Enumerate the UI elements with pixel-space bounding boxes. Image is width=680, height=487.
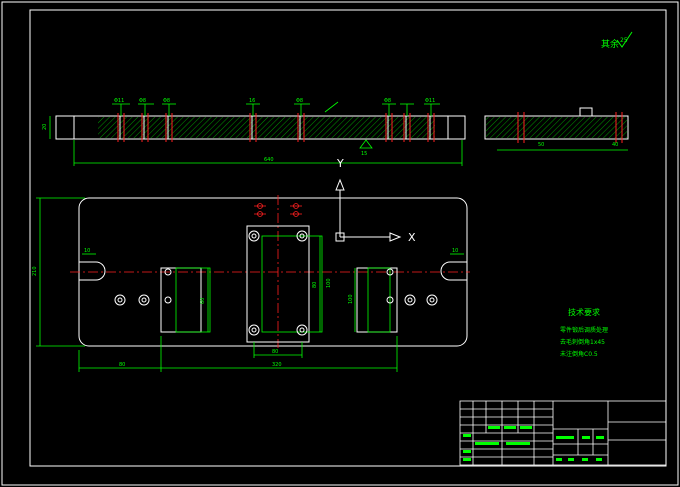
side-dim-2: 40 <box>612 142 618 148</box>
axis-x-label: X <box>408 231 416 244</box>
front-callout-leaders <box>112 103 440 116</box>
section-mark-icon <box>359 139 373 149</box>
plan-pocket-dim-1: 60 <box>200 298 206 304</box>
plan-pocket-dim-2: 80 <box>312 282 318 288</box>
right-pocket-inner <box>367 267 391 333</box>
tech-requirements: 技术要求 零件锻后调质处理 去毛刺倒角1x45 未注倒角C0.5 <box>560 307 608 358</box>
right-pocket <box>356 267 398 333</box>
front-roughness-leader <box>324 101 339 113</box>
right-u-notch <box>440 261 467 281</box>
front-callout-7: Φ11 <box>425 98 435 104</box>
front-hole-edges <box>119 116 431 139</box>
inner-frame <box>29 9 667 467</box>
title-block-text-marks <box>463 426 604 461</box>
front-hole-sections <box>117 113 435 142</box>
side-plate-outline <box>484 115 629 140</box>
left-pocket-inner <box>175 267 211 333</box>
plan-view: X Y 210 10 10 60 80 100 100 80 3 <box>32 157 470 372</box>
surface-finish-value: 25 <box>620 37 628 44</box>
left-u-notch <box>79 261 106 281</box>
side-plate-hatch <box>486 117 627 138</box>
section-mark-text: 15 <box>361 151 367 157</box>
plan-right-notch-dim: 10 <box>452 248 458 254</box>
front-callout-2: Φ8 <box>139 98 146 104</box>
tech-requirement-line-2: 去毛刺倒角1x45 <box>560 338 605 346</box>
front-callout-6: Φ8 <box>384 98 391 104</box>
coordinate-axes <box>335 178 402 242</box>
left-pocket <box>160 267 202 333</box>
front-length-dim <box>73 140 463 166</box>
y-axis-arrow-icon <box>335 178 345 191</box>
tech-requirement-line-1: 零件锻后调质处理 <box>560 326 608 334</box>
front-plate-outline <box>55 115 466 140</box>
front-callout-4: 16 <box>249 98 255 104</box>
plan-pocket-dim-3: 100 <box>326 278 332 288</box>
front-plate-hatch <box>98 117 435 138</box>
front-view: Φ11 Φ8 Φ8 16 Φ8 Φ8 Φ11 20 640 15 <box>42 98 466 166</box>
plan-bottom-total-dim: 320 <box>272 362 282 368</box>
tech-requirements-title: 技术要求 <box>568 307 600 317</box>
roughness-symbol-icon <box>616 31 633 48</box>
plan-holes <box>114 230 438 336</box>
front-callout-5: Φ8 <box>296 98 303 104</box>
side-view: 50 40 <box>484 107 629 151</box>
plan-pocket-dim-4: 100 <box>348 294 354 304</box>
plan-bottom-left-dim: 80 <box>119 362 125 368</box>
x-axis-arrow-icon <box>389 232 402 242</box>
side-boss <box>579 107 593 117</box>
axis-y-label: Y <box>336 157 344 170</box>
plan-dimension-lines <box>36 197 464 372</box>
title-block <box>459 400 667 466</box>
plan-small-holes <box>254 203 302 217</box>
front-left-dim: 20 <box>42 124 48 130</box>
side-hole-sections <box>517 112 623 143</box>
side-dim-1: 50 <box>538 142 544 148</box>
front-callout-1: Φ11 <box>114 98 124 104</box>
plan-height-dim: 210 <box>32 266 38 276</box>
surface-finish-text: 其余 <box>601 38 619 50</box>
plan-left-notch-dim: 10 <box>84 248 90 254</box>
front-callout-3: Φ8 <box>163 98 170 104</box>
front-length-dim-text: 640 <box>264 157 274 163</box>
surface-finish-note: 其余 25 <box>601 31 633 50</box>
tech-requirement-line-3: 未注倒角C0.5 <box>560 350 598 358</box>
plan-center-small-dim: 80 <box>272 349 278 355</box>
center-pocket <box>246 225 310 343</box>
center-pocket-inner <box>261 235 323 333</box>
